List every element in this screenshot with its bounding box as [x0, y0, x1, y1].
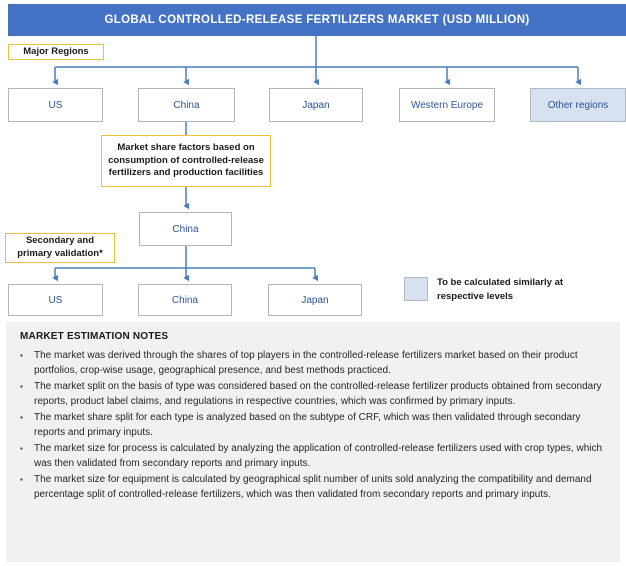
note-item-text: The market size for process is calculate… [34, 443, 603, 469]
market-estimation-notes-panel: MARKET ESTIMATION NOTES ▪ The market was … [6, 322, 620, 562]
node-region-china-label: China [173, 99, 200, 111]
node-region-western-europe[interactable]: Western Europe [399, 88, 495, 122]
legend: To be calculated similarly at respective… [404, 276, 592, 304]
label-major-regions-text: Major Regions [23, 45, 89, 57]
note-item: ▪ The market was derived through the shar… [20, 349, 606, 378]
bullet-square-icon: ▪ [20, 475, 23, 484]
note-item-text: The market was derived through the share… [34, 350, 578, 376]
node-focus-china-label: China [172, 223, 199, 235]
label-market-share-factors-text: Market share factors based on consumptio… [108, 141, 264, 179]
node-region-japan[interactable]: Japan [269, 88, 363, 122]
node-validated-japan-label: Japan [301, 294, 329, 306]
node-region-us[interactable]: US [8, 88, 103, 122]
node-region-china[interactable]: China [138, 88, 235, 122]
node-region-western-europe-label: Western Europe [410, 99, 484, 111]
node-validated-japan[interactable]: Japan [268, 284, 362, 316]
node-region-us-label: US [48, 99, 63, 111]
note-item-text: The market split on the basis of type wa… [34, 381, 602, 407]
label-market-share-factors: Market share factors based on consumptio… [101, 135, 271, 187]
legend-label: To be calculated similarly at respective… [437, 277, 564, 302]
node-focus-china[interactable]: China [139, 212, 232, 246]
node-validated-china[interactable]: China [138, 284, 232, 316]
node-region-other-regions[interactable]: Other regions [530, 88, 626, 122]
node-region-other-regions-label: Other regions [547, 99, 609, 111]
bullet-square-icon: ▪ [20, 382, 23, 391]
label-secondary-primary-validation: Secondary and primary validation* [5, 233, 115, 263]
diagram-title-banner: GLOBAL CONTROLLED-RELEASE FERTILIZERS MA… [8, 4, 626, 36]
label-secondary-primary-validation-text: Secondary and primary validation* [17, 235, 103, 259]
label-major-regions: Major Regions [8, 44, 104, 60]
note-item: ▪ The market size for equipment is calcul… [20, 473, 606, 502]
node-region-japan-label: Japan [302, 99, 330, 111]
notes-title: MARKET ESTIMATION NOTES [20, 331, 169, 342]
note-item: ▪ The market share split for each type is… [20, 411, 606, 440]
note-item: ▪ The market size for process is calculat… [20, 442, 606, 471]
note-item: ▪ The market split on the basis of type w… [20, 380, 606, 409]
bullet-square-icon: ▪ [20, 413, 23, 422]
legend-swatch-icon [404, 277, 428, 301]
node-validated-us-label: US [48, 294, 63, 306]
node-validated-us[interactable]: US [8, 284, 103, 316]
note-item-text: The market size for equipment is calcula… [34, 474, 592, 500]
bullet-square-icon: ▪ [20, 351, 23, 360]
diagram-title-text: GLOBAL CONTROLLED-RELEASE FERTILIZERS MA… [104, 14, 530, 26]
note-item-text: The market share split for each type is … [34, 412, 581, 438]
bullet-square-icon: ▪ [20, 444, 23, 453]
node-validated-china-label: China [171, 294, 199, 306]
notes-list: ▪ The market was derived through the shar… [20, 349, 606, 502]
